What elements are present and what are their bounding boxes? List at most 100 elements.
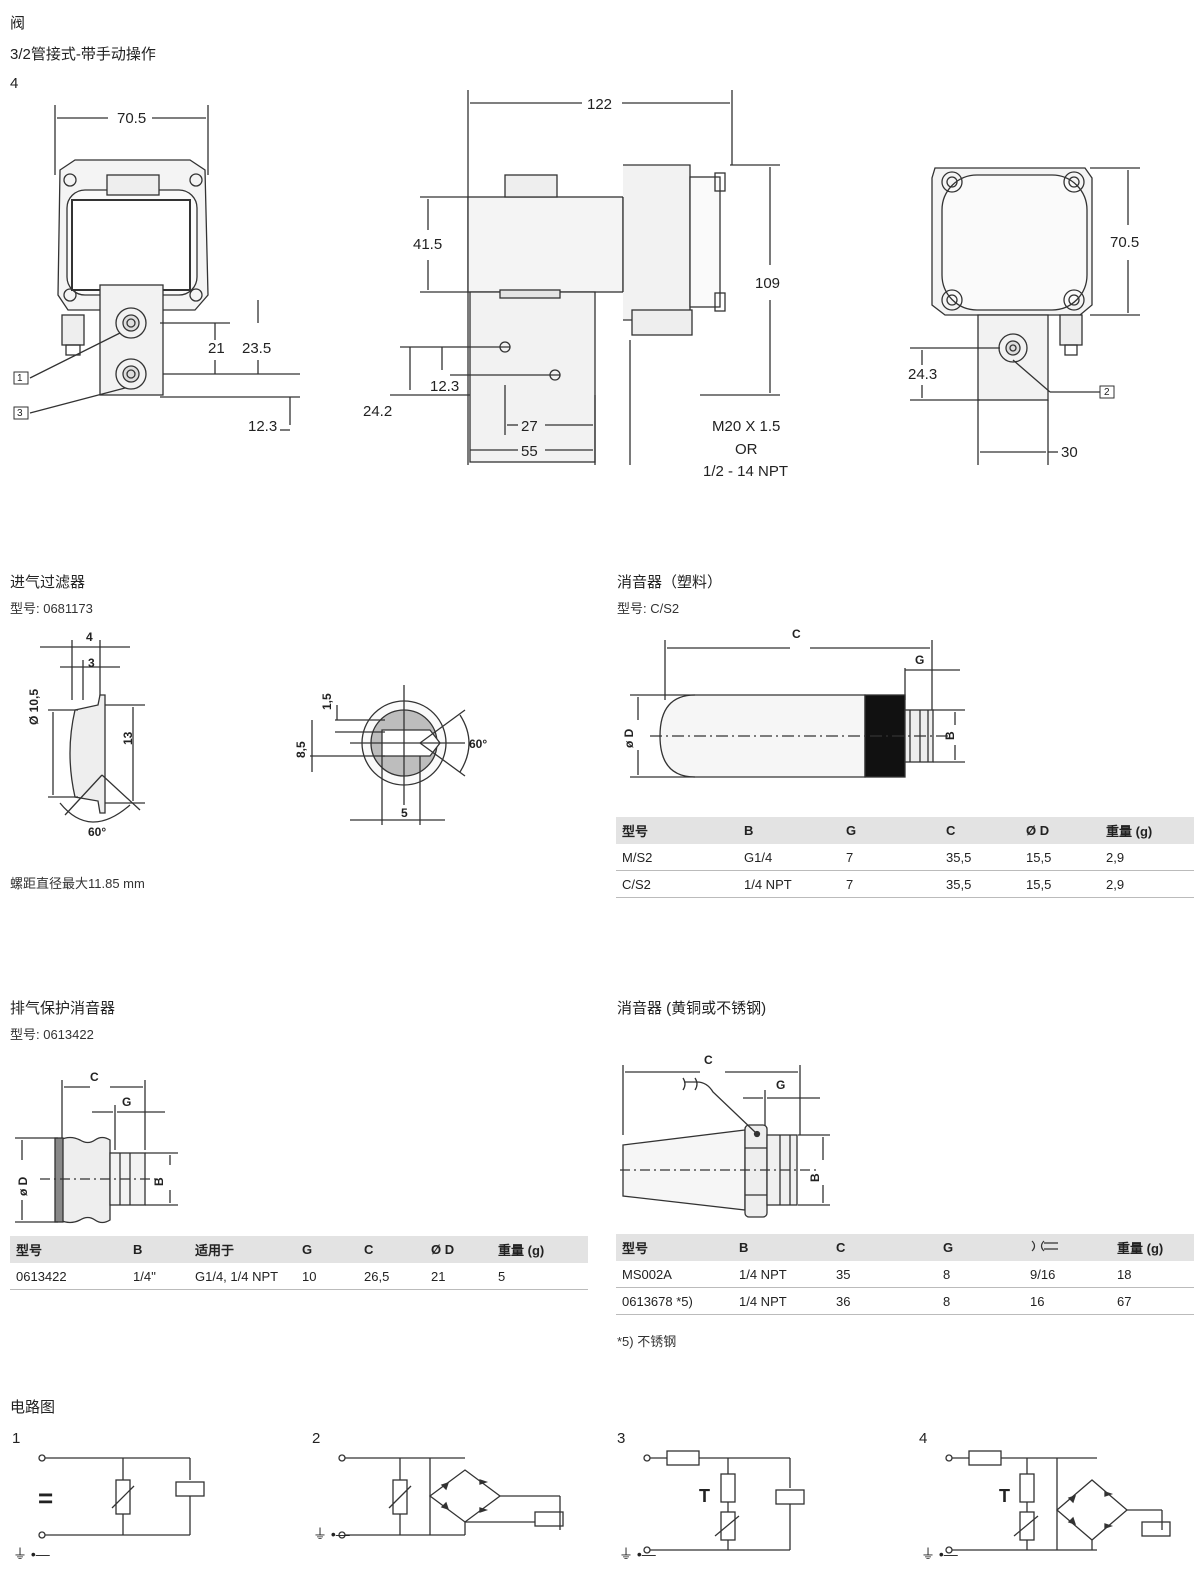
col-header: G <box>296 1236 358 1263</box>
table-cell: G1/4, 1/4 NPT <box>189 1263 296 1290</box>
silencer-plastic-c: C <box>792 627 801 641</box>
table-cell: 2,9 <box>1100 844 1194 871</box>
filter-dim-1-5: 1,5 <box>320 693 334 710</box>
silencer-plastic-drawing <box>630 640 965 778</box>
filter-angle: 60° <box>88 825 107 839</box>
table-row: MS002A 1/4 NPT 35 8 9/16 18 <box>616 1261 1194 1288</box>
table-cell: 7 <box>840 844 940 871</box>
circuit-diagram-4 <box>945 1450 1171 1554</box>
dim-side-55: 55 <box>521 443 538 460</box>
valve-front-view <box>13 105 300 431</box>
table-cell: 5 <box>492 1263 588 1290</box>
table-cell: 1/4 NPT <box>738 870 840 898</box>
dim-rear-height: 70.5 <box>1110 234 1140 251</box>
ground-icon: ⏚ •— <box>313 1526 350 1542</box>
table-cell: 10 <box>296 1263 358 1290</box>
silencer-plastic-model: 型号: C/S2 <box>617 601 680 616</box>
col-header: C <box>940 817 1020 844</box>
table-cell: 35 <box>830 1261 937 1288</box>
col-header: 适用于 <box>189 1236 296 1263</box>
table-cell: M/S2 <box>616 844 738 871</box>
table-row: 0613678 *5) 1/4 NPT 36 8 16 67 <box>616 1287 1194 1315</box>
dim-rear-24-3: 24.3 <box>908 366 938 383</box>
thread-spec-2: 1/2 - 14 NPT <box>703 463 789 480</box>
wrench-icon-header <box>1024 1234 1111 1261</box>
dim-12-3: 12.3 <box>248 418 278 435</box>
filter-dim-5: 5 <box>401 806 408 820</box>
circuits-title: 电路图 <box>10 1399 56 1416</box>
ground-icon: ⏚ •— <box>619 1546 656 1562</box>
col-header: C <box>358 1236 425 1263</box>
table-cell: 67 <box>1111 1287 1194 1315</box>
filter-dim-4: 4 <box>86 630 93 644</box>
table-cell: 7 <box>840 870 940 898</box>
table-cell: 0613678 *5) <box>616 1287 733 1315</box>
table-cell: 35,5 <box>940 844 1020 871</box>
circuit-3-t-label: T <box>699 1486 710 1506</box>
exhaust-table: 型号 B 适用于 G C Ø D 重量 (g) 0613422 1/4'' G1… <box>10 1236 588 1290</box>
silencer-brass-g: G <box>776 1078 786 1092</box>
filter-side-drawing <box>40 640 145 823</box>
wrench-icon <box>1031 1240 1058 1252</box>
table-cell: 15,5 <box>1020 844 1100 871</box>
circuit-number-1: 1 <box>12 1430 21 1447</box>
exhaust-d: ø D <box>16 1176 30 1196</box>
silencer-brass-title: 消音器 (黄铜或不锈钢) <box>617 1000 767 1017</box>
silencer-plastic-g: G <box>915 653 925 667</box>
dim-23-5: 23.5 <box>242 340 272 357</box>
thread-spec-or: OR <box>735 441 758 458</box>
table-header-row: 型号 B G C Ø D 重量 (g) <box>616 817 1194 844</box>
table-cell: 18 <box>1111 1261 1194 1288</box>
table-cell: 0613422 <box>10 1263 127 1290</box>
col-header: 重量 (g) <box>492 1236 588 1263</box>
table-cell: 2,9 <box>1100 870 1194 898</box>
dim-side-24-2: 24.2 <box>363 403 393 420</box>
table-header-row: 型号 B C G 重量 (g) <box>616 1234 1194 1261</box>
table-header-row: 型号 B 适用于 G C Ø D 重量 (g) <box>10 1236 588 1263</box>
col-header: B <box>738 817 840 844</box>
exhaust-model: 型号: 0613422 <box>10 1027 94 1042</box>
filter-angle-2: 60° <box>469 737 488 751</box>
filter-model: 型号: 0681173 <box>10 601 93 616</box>
filter-dim-13: 13 <box>121 731 135 745</box>
table-cell: 16 <box>1024 1287 1111 1315</box>
table-cell: 8 <box>937 1287 1024 1315</box>
col-header: 型号 <box>616 1234 733 1261</box>
circuit-1-symbol: = <box>38 1483 54 1513</box>
callout-3: 3 <box>17 408 23 419</box>
col-header: Ø D <box>1020 817 1100 844</box>
filter-note: 螺距直径最大11.85 mm <box>10 876 145 891</box>
callout-1: 1 <box>17 373 23 384</box>
dim-side-27: 27 <box>521 418 538 435</box>
table-cell: 35,5 <box>940 870 1020 898</box>
page-subtitle: 3/2管接式-带手动操作 <box>10 46 156 63</box>
filter-front-drawing <box>310 685 470 825</box>
table-row: C/S2 1/4 NPT 7 35,5 15,5 2,9 <box>616 870 1194 898</box>
exhaust-b: B <box>152 1177 166 1186</box>
circuit-number-3: 3 <box>617 1430 626 1447</box>
table-cell: 1/4 NPT <box>733 1261 830 1288</box>
thread-spec-1: M20 X 1.5 <box>712 418 781 435</box>
col-header: B <box>733 1234 830 1261</box>
filter-dim-3: 3 <box>88 656 95 670</box>
table-cell: 15,5 <box>1020 870 1100 898</box>
col-header: G <box>937 1234 1024 1261</box>
valve-rear-view <box>910 167 1140 465</box>
exhaust-c: C <box>90 1070 99 1084</box>
table-row: 0613422 1/4'' G1/4, 1/4 NPT 10 26,5 21 5 <box>10 1263 588 1290</box>
silencer-brass-b: B <box>808 1173 822 1182</box>
dim-front-width: 70.5 <box>117 110 147 127</box>
table-cell: 1/4'' <box>127 1263 189 1290</box>
exhaust-title: 排气保护消音器 <box>10 1000 116 1017</box>
table-cell: 21 <box>425 1263 492 1290</box>
table-cell: C/S2 <box>616 870 738 898</box>
filter-dim-dia: Ø 10,5 <box>27 688 41 725</box>
exhaust-g: G <box>122 1095 132 1109</box>
silencer-brass-c: C <box>704 1053 713 1067</box>
silencer-brass-drawing <box>620 1065 830 1218</box>
col-header: 重量 (g) <box>1100 817 1194 844</box>
silencer-plastic-table: 型号 B G C Ø D 重量 (g) M/S2 G1/4 7 35,5 15,… <box>616 817 1194 898</box>
col-header: G <box>840 817 940 844</box>
table-cell: 9/16 <box>1024 1261 1111 1288</box>
table-cell: 8 <box>937 1261 1024 1288</box>
